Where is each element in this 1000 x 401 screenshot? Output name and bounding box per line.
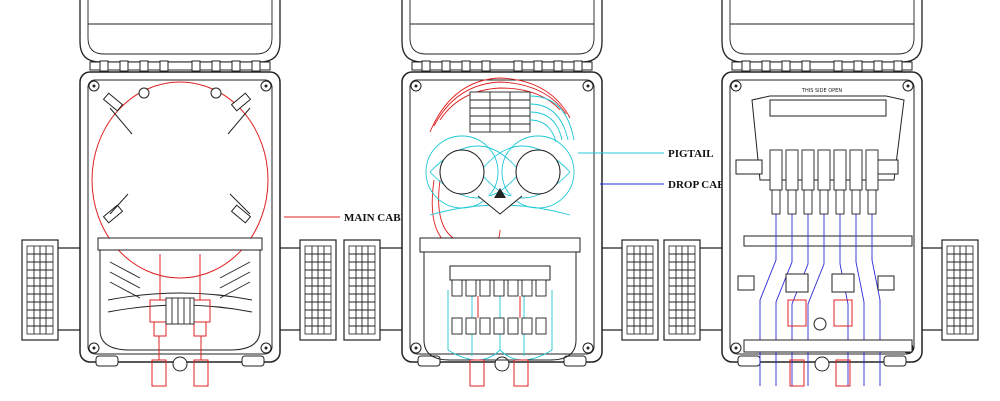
- lid-note: THIS SIDE OPEN: [801, 88, 842, 94]
- main-cable-label: MAIN CABLE: [344, 212, 415, 224]
- enclosure-pigtail: [343, 0, 664, 387]
- pigtail-label: PIGTAIL: [668, 148, 714, 160]
- enclosure-main-cable: [21, 0, 340, 387]
- enclosure-drop-cable: THIS SIDE OPEN: [663, 0, 979, 387]
